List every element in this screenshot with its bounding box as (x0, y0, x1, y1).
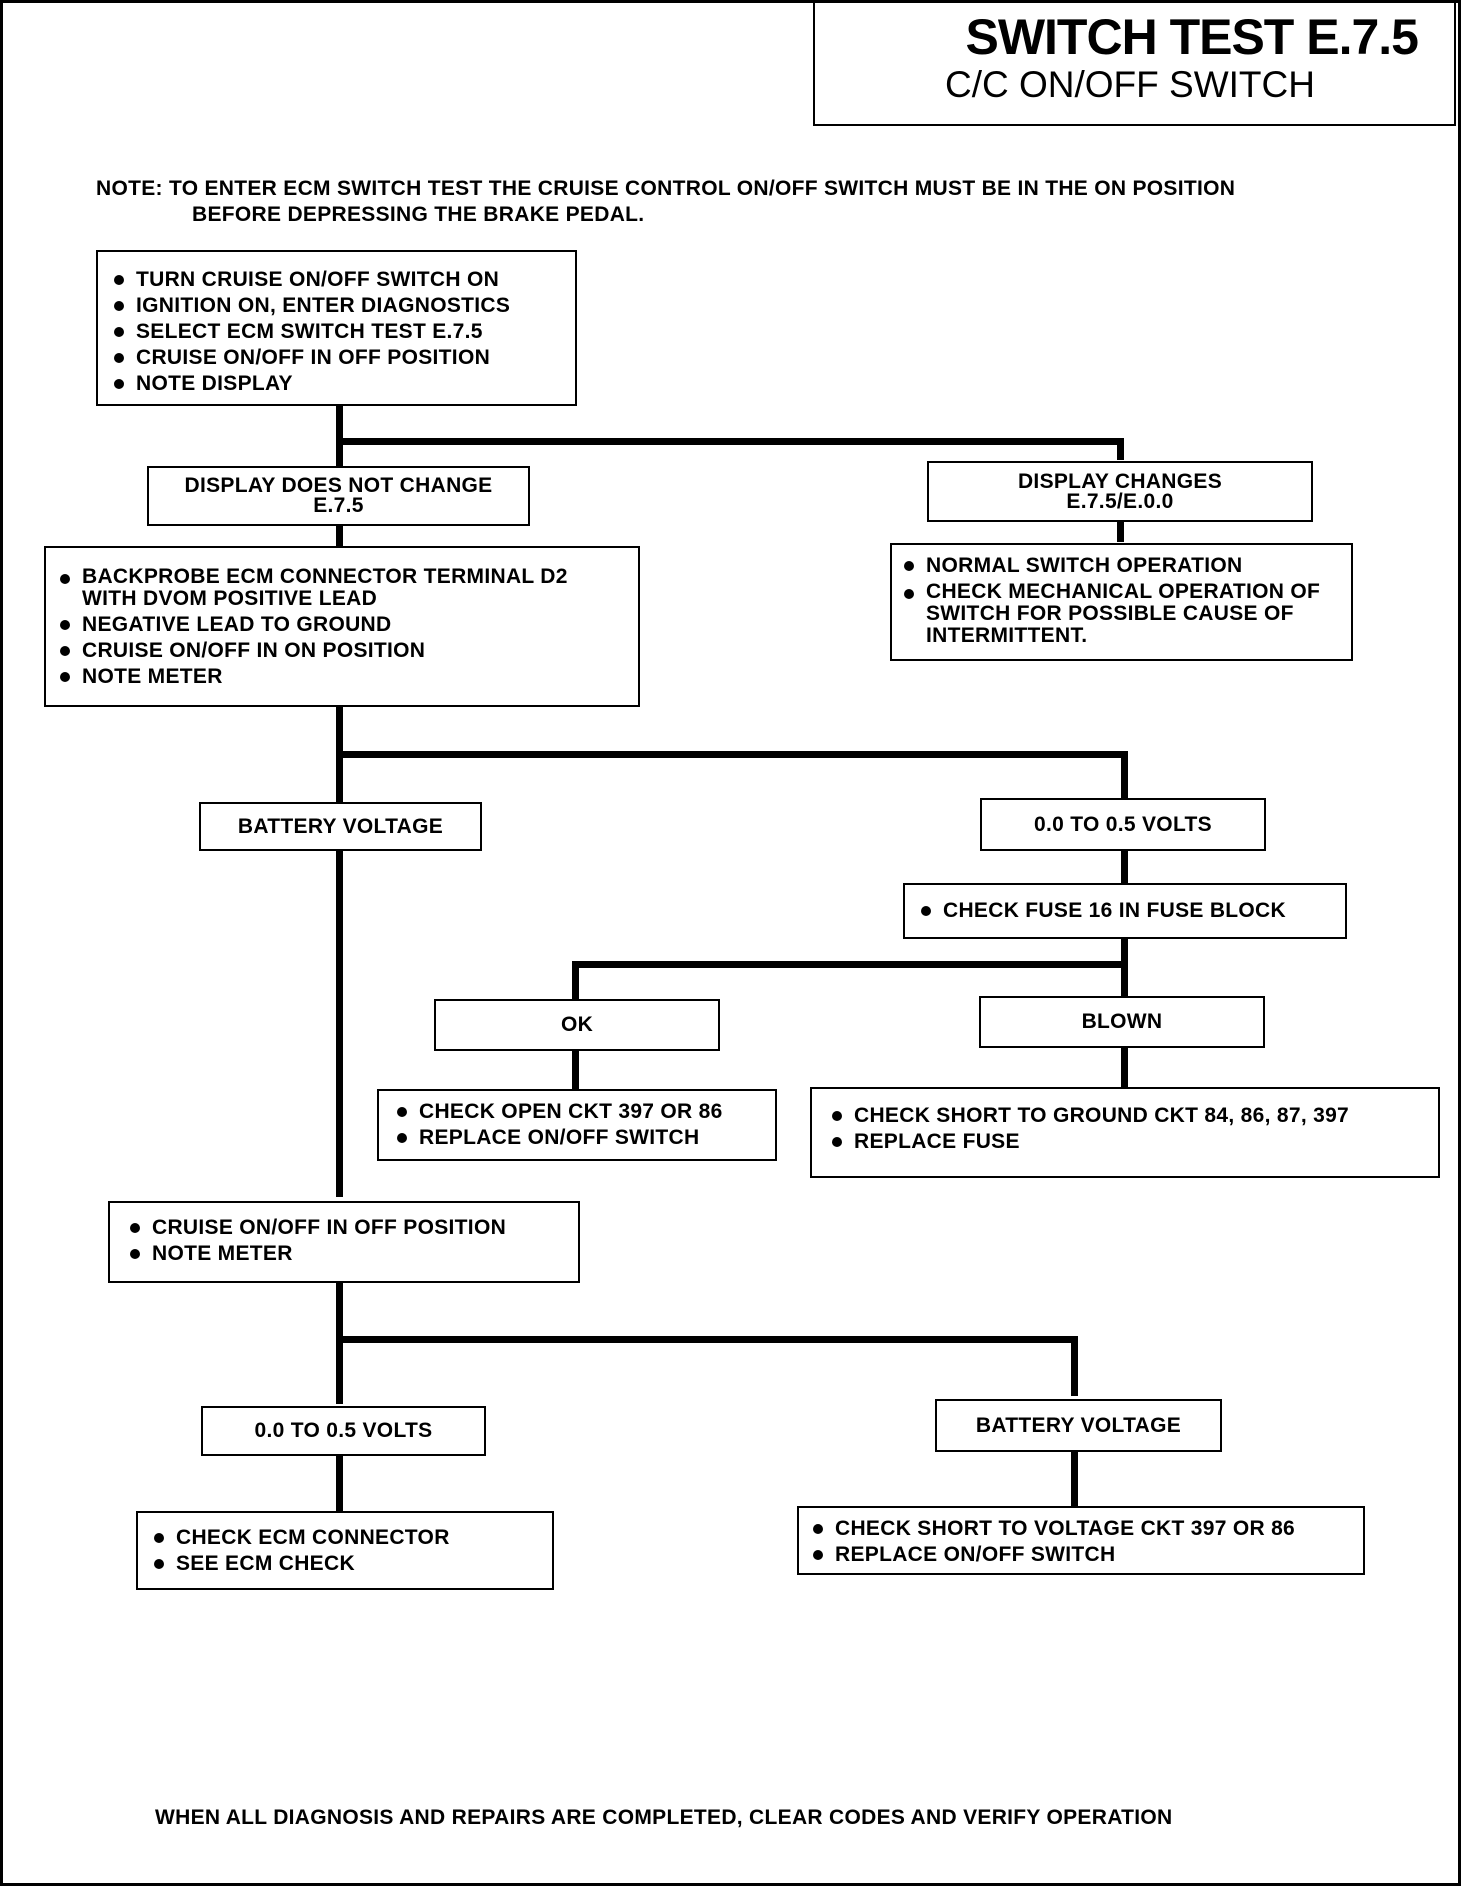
display-no-change-label: DISPLAY DOES NOT CHANGE (184, 474, 493, 497)
footer-note: WHEN ALL DIAGNOSIS AND REPAIRS ARE COMPL… (155, 1806, 1173, 1829)
battery-voltage-label-1: BATTERY VOLTAGE (237, 814, 444, 838)
display-no-change-code: E.7.5 (313, 494, 364, 517)
connector (1071, 1336, 1078, 1396)
connector (336, 524, 343, 546)
blown-box: BLOWN (979, 996, 1265, 1048)
start-steps-box: TURN CRUISE ON/OFF SWITCH ON IGNITION ON… (96, 250, 577, 406)
check-mechanical-operation: CHECK MECHANICAL OPERATION OF SWITCH FOR… (898, 581, 1341, 647)
cruise-off-list: CRUISE ON/OFF IN OFF POSITION NOTE METER (124, 1215, 578, 1267)
note-meter: NOTE METER (54, 664, 626, 690)
connector (336, 438, 1124, 445)
blown-actions-box: CHECK SHORT TO GROUND CKT 84, 86, 87, 39… (810, 1087, 1440, 1178)
note-meter-2: NOTE METER (124, 1241, 578, 1267)
step-select-test: SELECT ECM SWITCH TEST E.7.5 (108, 319, 575, 345)
normal-operation-list: NORMAL SWITCH OPERATION CHECK MECHANICAL… (898, 553, 1341, 647)
check-fuse-list: CHECK FUSE 16 IN FUSE BLOCK (915, 898, 1345, 924)
replace-fuse: REPLACE FUSE (826, 1129, 1438, 1155)
battery-voltage-label-2: BATTERY VOLTAGE (975, 1413, 1182, 1437)
see-ecm-check: SEE ECM CHECK (148, 1551, 552, 1577)
connector (1121, 1045, 1128, 1089)
connector (1121, 938, 1128, 998)
check-fuse-box: CHECK FUSE 16 IN FUSE BLOCK (903, 883, 1347, 939)
page-subtitle: C/C ON/OFF SWITCH (945, 64, 1315, 105)
connector (336, 849, 343, 1197)
low-volts-label-2: 0.0 TO 0.5 VOLTS (254, 1419, 433, 1442)
connector (1117, 438, 1124, 460)
ok-label: OK (560, 1013, 594, 1036)
backprobe-terminal-d2: BACKPROBE ECM CONNECTOR TERMINAL D2 WITH… (54, 566, 626, 610)
display-changes-code: E.7.5/E.0.0 (1066, 489, 1174, 513)
connector (336, 1453, 343, 1513)
backprobe-list: BACKPROBE ECM CONNECTOR TERMINAL D2 WITH… (54, 566, 626, 690)
short-actions-box: CHECK SHORT TO VOLTAGE CKT 397 OR 86 REP… (797, 1506, 1365, 1575)
ecm-actions-list: CHECK ECM CONNECTOR SEE ECM CHECK (148, 1525, 552, 1577)
check-short-to-voltage: CHECK SHORT TO VOLTAGE CKT 397 OR 86 (807, 1516, 1363, 1542)
step-ignition-on: IGNITION ON, ENTER DIAGNOSTICS (108, 293, 575, 319)
check-fuse-16: CHECK FUSE 16 IN FUSE BLOCK (915, 898, 1345, 924)
note-line-2: BEFORE DEPRESSING THE BRAKE PEDAL. (192, 203, 645, 226)
connector (572, 961, 579, 1001)
backprobe-box: BACKPROBE ECM CONNECTOR TERMINAL D2 WITH… (44, 546, 640, 707)
connector (1071, 1450, 1078, 1508)
battery-voltage-box-2: BATTERY VOLTAGE (935, 1399, 1222, 1452)
step-turn-cruise-on: TURN CRUISE ON/OFF SWITCH ON (108, 267, 575, 293)
cruise-off-position: CRUISE ON/OFF IN OFF POSITION (124, 1215, 578, 1241)
cruise-on-position: CRUISE ON/OFF IN ON POSITION (54, 638, 626, 664)
start-steps-list: TURN CRUISE ON/OFF SWITCH ON IGNITION ON… (108, 267, 575, 397)
connector (572, 1049, 579, 1091)
connector (336, 404, 343, 468)
ok-box: OK (434, 999, 720, 1051)
connector (1121, 849, 1128, 885)
check-open-ckt: CHECK OPEN CKT 397 OR 86 (391, 1099, 775, 1125)
ecm-actions-box: CHECK ECM CONNECTOR SEE ECM CHECK (136, 1511, 554, 1590)
negative-lead-ground: NEGATIVE LEAD TO GROUND (54, 612, 626, 638)
check-short-to-ground: CHECK SHORT TO GROUND CKT 84, 86, 87, 39… (826, 1103, 1438, 1129)
connector (1117, 520, 1124, 542)
normal-operation-box: NORMAL SWITCH OPERATION CHECK MECHANICAL… (890, 543, 1353, 661)
note-line-1: NOTE: TO ENTER ECM SWITCH TEST THE CRUIS… (96, 177, 1236, 200)
display-changes-label: DISPLAY CHANGES (1017, 469, 1223, 493)
page-title: SWITCH TEST E.7.5 (965, 9, 1419, 65)
short-actions-list: CHECK SHORT TO VOLTAGE CKT 397 OR 86 REP… (807, 1516, 1363, 1568)
cruise-off-box: CRUISE ON/OFF IN OFF POSITION NOTE METER (108, 1201, 580, 1283)
title-box: SWITCH TEST E.7.5 C/C ON/OFF SWITCH (813, 0, 1456, 126)
battery-voltage-box-1: BATTERY VOLTAGE (199, 802, 482, 851)
blown-actions-list: CHECK SHORT TO GROUND CKT 84, 86, 87, 39… (826, 1103, 1438, 1155)
blown-label: BLOWN (1081, 1010, 1163, 1033)
step-note-display: NOTE DISPLAY (108, 371, 575, 397)
replace-switch-1: REPLACE ON/OFF SWITCH (391, 1125, 775, 1151)
ok-actions-list: CHECK OPEN CKT 397 OR 86 REPLACE ON/OFF … (391, 1099, 775, 1151)
replace-switch-2: REPLACE ON/OFF SWITCH (807, 1542, 1363, 1568)
connector (1121, 751, 1128, 799)
step-cruise-off: CRUISE ON/OFF IN OFF POSITION (108, 345, 575, 371)
low-volts-box-2: 0.0 TO 0.5 VOLTS (201, 1406, 486, 1456)
ok-actions-box: CHECK OPEN CKT 397 OR 86 REPLACE ON/OFF … (377, 1089, 777, 1161)
normal-switch-operation: NORMAL SWITCH OPERATION (898, 553, 1341, 579)
connector (336, 1336, 1078, 1343)
check-ecm-connector: CHECK ECM CONNECTOR (148, 1525, 552, 1551)
display-no-change-box: DISPLAY DOES NOT CHANGE E.7.5 (147, 466, 530, 526)
low-volts-box-1: 0.0 TO 0.5 VOLTS (980, 798, 1266, 851)
procedure-note: NOTE: TO ENTER ECM SWITCH TEST THE CRUIS… (96, 176, 1235, 228)
connector (572, 961, 1128, 968)
display-changes-box: DISPLAY CHANGES E.7.5/E.0.0 (927, 461, 1313, 522)
connector (336, 751, 1128, 758)
low-volts-label-1: 0.0 TO 0.5 VOLTS (1034, 812, 1212, 836)
